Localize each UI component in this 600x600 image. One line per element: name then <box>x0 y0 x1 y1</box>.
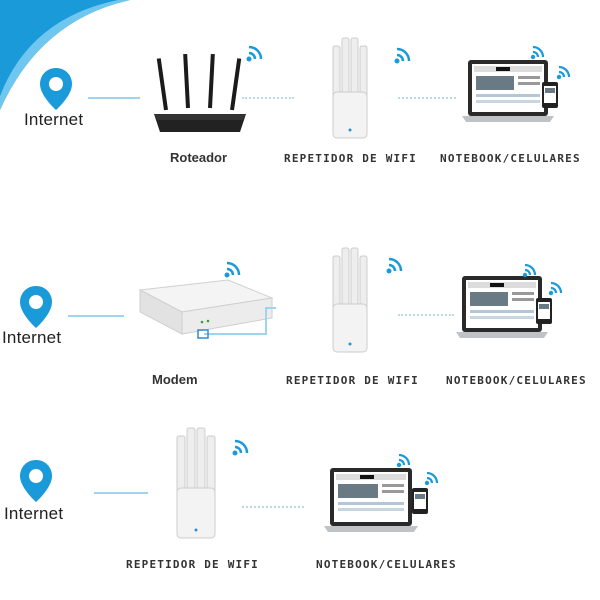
wifi-icon <box>548 281 563 296</box>
wifi-icon <box>246 45 263 62</box>
connection-line <box>68 315 124 317</box>
wifi-repeater <box>332 37 368 139</box>
router <box>154 53 246 132</box>
wifi-icon <box>522 263 537 278</box>
wifi-repeater <box>176 427 216 539</box>
client-label: NOTEBOOK/CELULARES <box>446 374 587 387</box>
internet-label: Internet <box>4 504 64 523</box>
wifi-icon <box>424 471 439 486</box>
laptop <box>456 276 548 338</box>
wifi-icon <box>556 65 571 80</box>
wifi-icon <box>232 439 249 456</box>
client-label: NOTEBOOK/CELULARES <box>316 558 457 571</box>
location-pin-icon <box>20 286 52 328</box>
connection-line <box>94 492 148 494</box>
connection-line <box>398 314 454 316</box>
client-label: NOTEBOOK/CELULARES <box>440 152 581 165</box>
repeater-label: REPETIDOR DE WIFI <box>284 152 417 165</box>
corner-decoration <box>0 0 130 110</box>
smartphone <box>412 488 428 514</box>
repeater-label: REPETIDOR DE WIFI <box>126 558 259 571</box>
device-label: Modem <box>152 372 198 387</box>
connection-line <box>88 97 140 99</box>
wifi-icon <box>386 257 403 274</box>
wifi-repeater <box>332 247 368 353</box>
modem <box>138 279 274 335</box>
smartphone <box>536 298 552 324</box>
internet-label: Internet <box>24 110 84 129</box>
wifi-icon <box>396 453 411 468</box>
laptop <box>324 468 418 532</box>
laptop <box>462 60 554 122</box>
location-pin-icon <box>20 460 52 502</box>
connection-line <box>242 97 294 99</box>
connection-line <box>242 506 304 508</box>
internet-label: Internet <box>2 328 62 347</box>
wifi-icon <box>394 47 411 64</box>
smartphone <box>542 82 558 108</box>
location-pin-icon <box>40 68 72 110</box>
wifi-icon <box>530 45 545 60</box>
repeater-label: REPETIDOR DE WIFI <box>286 374 419 387</box>
wifi-icon <box>224 261 241 278</box>
device-label: Roteador <box>170 150 228 165</box>
modem-cable <box>197 307 276 339</box>
connection-line <box>398 97 456 99</box>
